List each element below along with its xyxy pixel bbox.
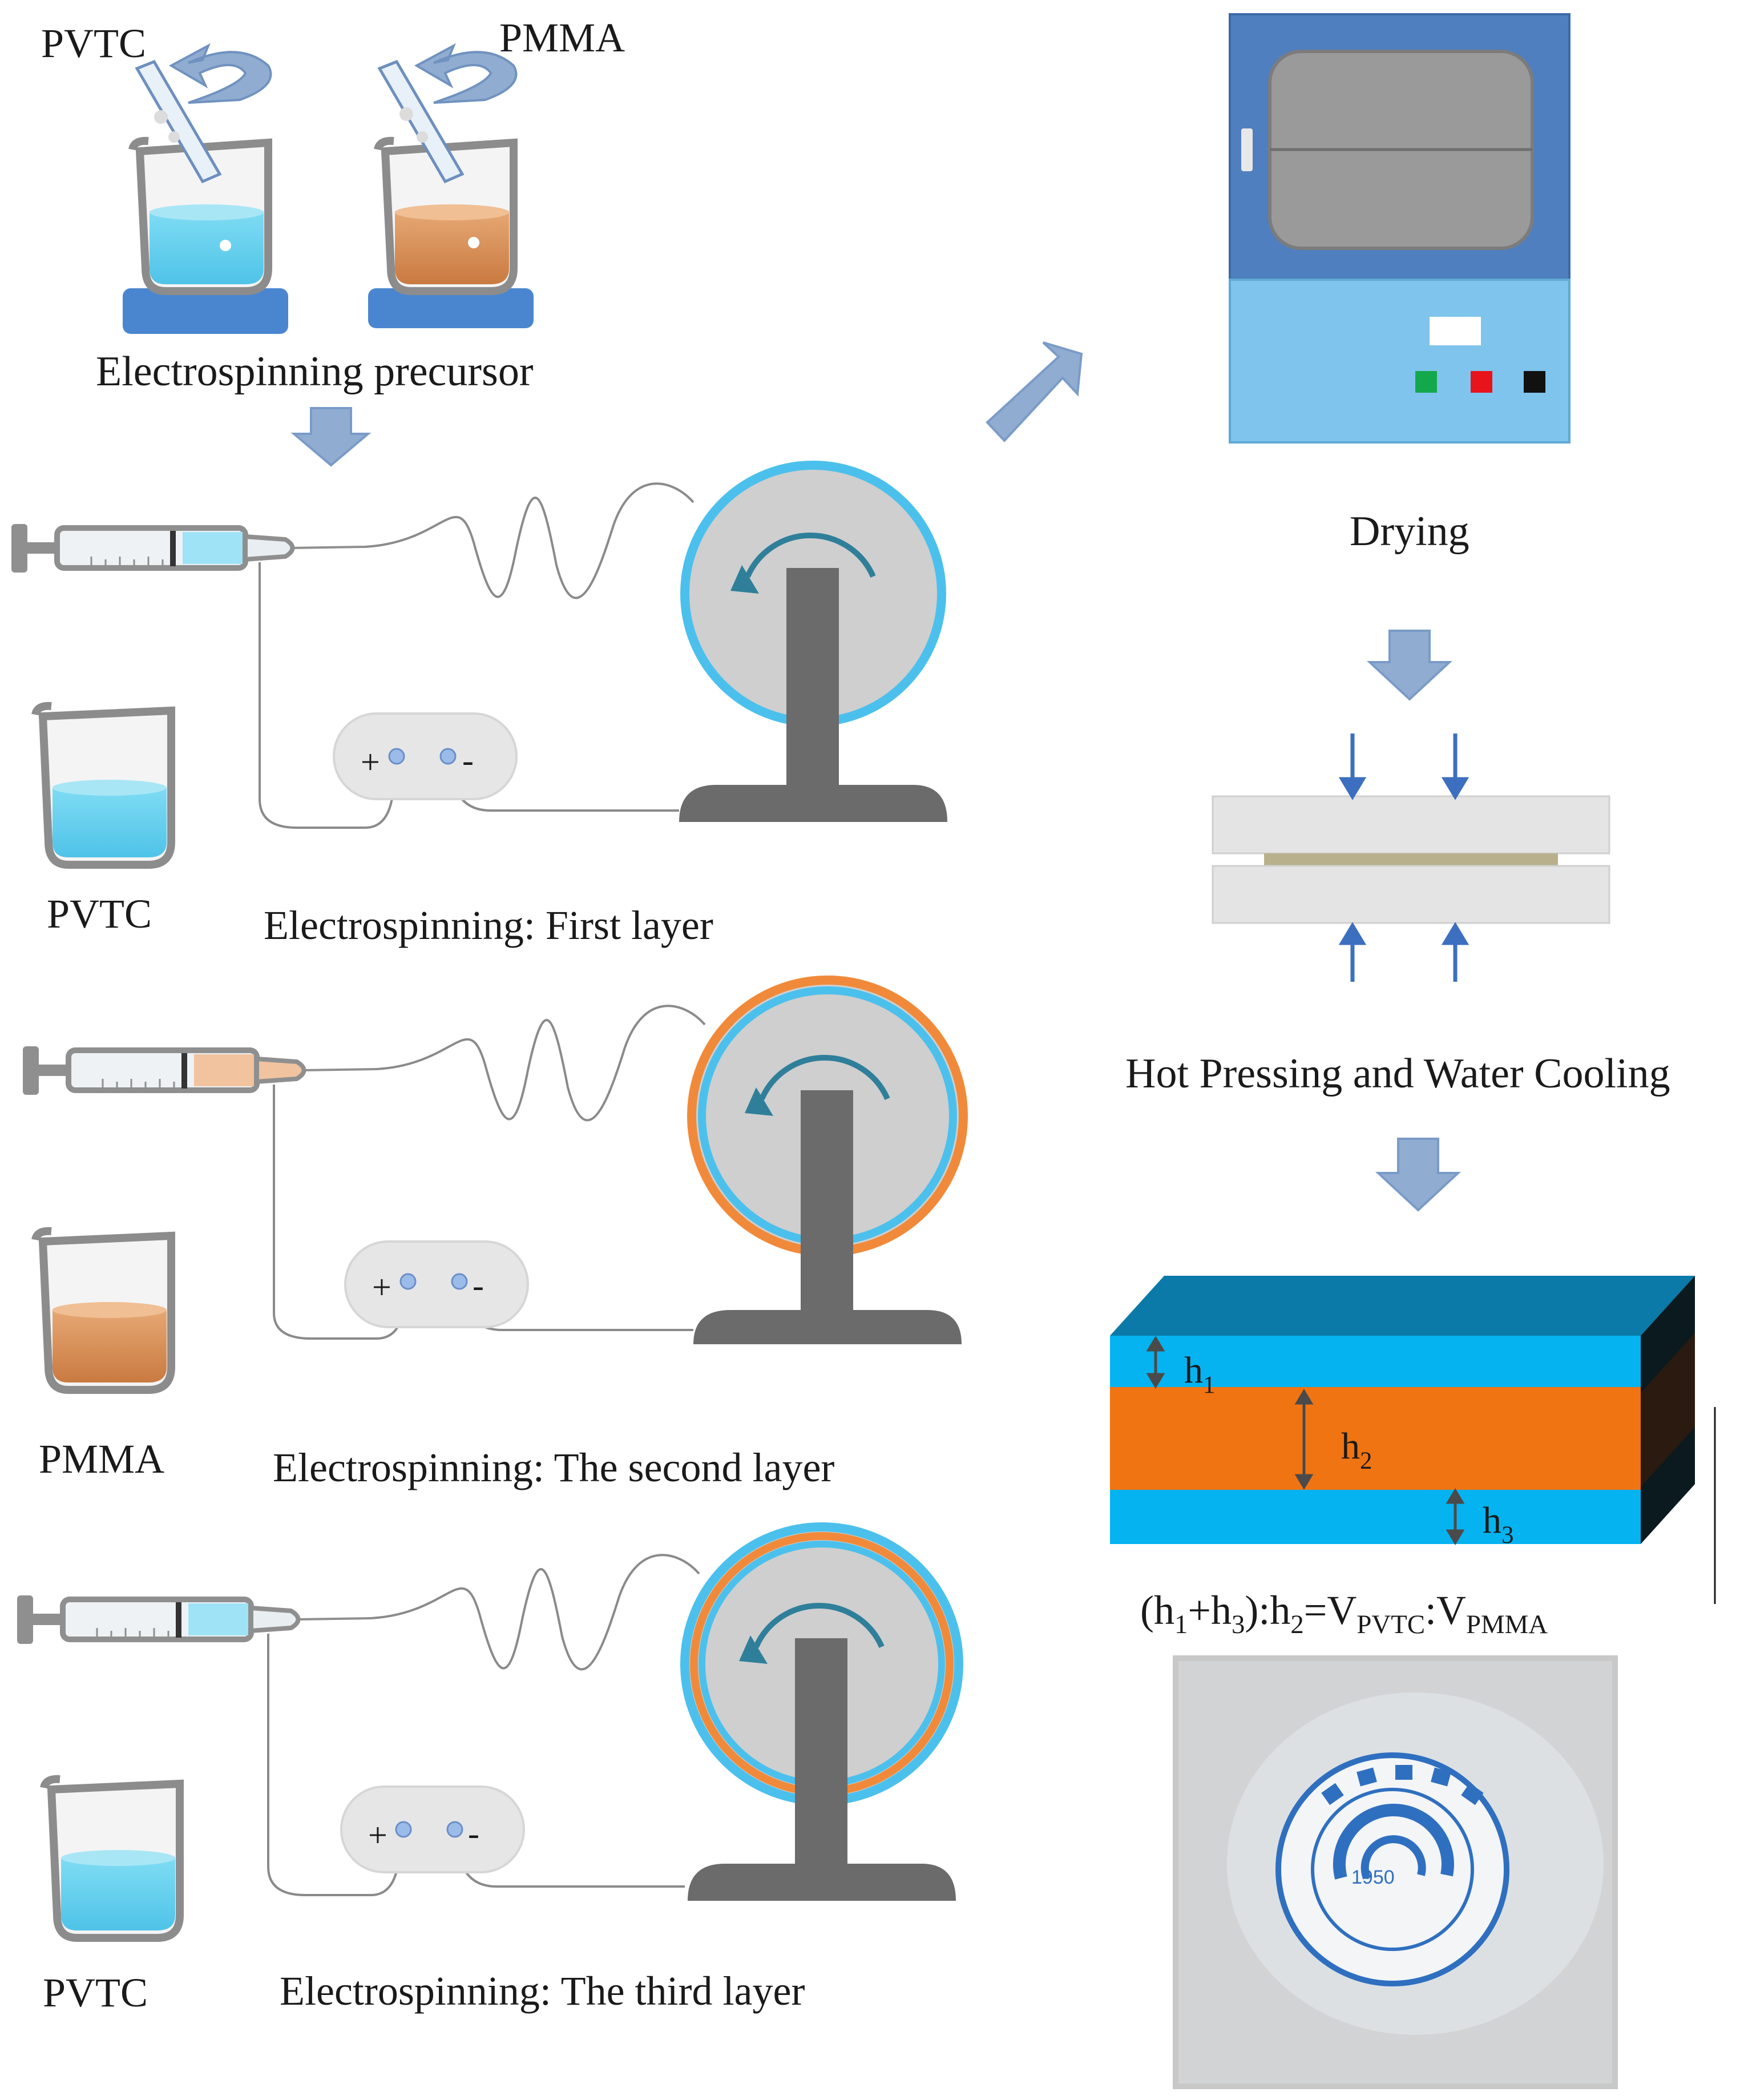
label-pvtc-top: PVTC bbox=[41, 21, 146, 66]
arrow-down-drying bbox=[1366, 630, 1453, 701]
power-supply-2: + - bbox=[344, 1240, 529, 1328]
label-h1: h1 bbox=[1184, 1349, 1215, 1398]
beaker-pvtc-top bbox=[128, 43, 272, 295]
terminal-minus-3: - bbox=[468, 1815, 479, 1852]
film-photo: 1950 bbox=[1173, 1655, 1618, 2089]
stirrer-plate-pvtc bbox=[123, 288, 288, 334]
oven-black-button bbox=[1524, 371, 1545, 393]
film-layer-bottom bbox=[1110, 1490, 1641, 1544]
layered-film: h1 h2 h3 bbox=[1110, 1276, 1695, 1549]
label-hot-pressing: Hot Pressing and Water Cooling bbox=[1125, 1050, 1670, 1097]
rotation-arrow-pvtc bbox=[168, 43, 272, 104]
university-logo: 1950 bbox=[1275, 1752, 1509, 1986]
fiber-jet-3 bbox=[370, 1554, 700, 1671]
label-layer-1: Electrospinning: First layer bbox=[264, 902, 713, 948]
beaker-pvtc-1 bbox=[31, 702, 175, 869]
beaker-pmma-2 bbox=[31, 1227, 175, 1394]
press-film bbox=[1264, 853, 1558, 866]
logo-year: 1950 bbox=[1351, 1867, 1395, 1888]
label-pvtc-3: PVTC bbox=[43, 1970, 148, 2016]
terminal-minus-1: - bbox=[462, 741, 474, 779]
fiber-jet-1 bbox=[365, 482, 695, 599]
power-supply-1: + - bbox=[333, 712, 518, 800]
syringe-2 bbox=[23, 1046, 377, 1095]
film-layer-middle bbox=[1110, 1387, 1641, 1490]
label-precursor: Electrospinning precursor bbox=[96, 348, 534, 395]
volume-ratio-formula: (h1+h3):h2=VPVTC:VPMMA bbox=[1140, 1587, 1548, 1639]
label-h3: h3 bbox=[1483, 1500, 1513, 1549]
label-layer-3: Electrospinning: The third layer bbox=[280, 1968, 805, 2014]
collector-drum-3 bbox=[680, 1522, 963, 1901]
spatula-pmma bbox=[377, 59, 465, 184]
precursor-group: PVTC PMMA Electrospinning precursor bbox=[41, 15, 625, 467]
stirrer-plate-pmma bbox=[368, 288, 534, 328]
oven-green-button bbox=[1415, 371, 1437, 393]
terminal-plus-3: + bbox=[368, 1816, 387, 1854]
arrow-diagonal-to-oven bbox=[986, 341, 1083, 442]
film-layer-top bbox=[1110, 1336, 1641, 1387]
electrospinning-layer-3: + - PVTC Electrospinning: The third laye… bbox=[17, 1522, 963, 2016]
label-h2: h2 bbox=[1341, 1425, 1372, 1474]
arrow-down-precursor bbox=[290, 407, 372, 467]
collector-drum-1 bbox=[679, 461, 947, 822]
fiber-jet-2 bbox=[376, 1005, 706, 1122]
beaker-pvtc-3 bbox=[40, 1775, 184, 1942]
label-pmma-top: PMMA bbox=[499, 15, 625, 61]
electrospinning-layer-2: + - PMMA Electrospinning: The second lay… bbox=[23, 976, 968, 1490]
collector-drum-2 bbox=[687, 976, 968, 1344]
oven-display bbox=[1430, 317, 1481, 345]
press-top-plate bbox=[1212, 795, 1610, 854]
hot-press bbox=[1212, 733, 1610, 982]
press-bottom-plate bbox=[1212, 865, 1610, 924]
beaker-pmma-top bbox=[374, 43, 518, 295]
spatula-pvtc bbox=[135, 59, 222, 184]
label-drying: Drying bbox=[1350, 508, 1469, 555]
rotation-arrow-pmma bbox=[414, 43, 518, 104]
drying-oven bbox=[1229, 13, 1571, 444]
label-pmma-2: PMMA bbox=[39, 1436, 164, 1482]
power-supply-3: + - bbox=[340, 1785, 525, 1873]
terminal-plus-1: + bbox=[361, 743, 380, 781]
label-layer-2: Electrospinning: The second layer bbox=[273, 1445, 834, 1490]
terminal-plus-2: + bbox=[372, 1268, 391, 1306]
syringe-1 bbox=[11, 524, 366, 573]
film-top-face bbox=[1110, 1276, 1695, 1336]
electrospinning-layer-1: + - PVTC Electrospinning: First layer bbox=[11, 461, 947, 948]
label-pvtc-1: PVTC bbox=[47, 891, 152, 937]
terminal-minus-2: - bbox=[473, 1267, 484, 1304]
oven-handle bbox=[1241, 128, 1253, 171]
oven-red-button bbox=[1471, 371, 1492, 393]
syringe-3 bbox=[17, 1595, 372, 1644]
arrow-down-hotpress bbox=[1375, 1138, 1462, 1212]
